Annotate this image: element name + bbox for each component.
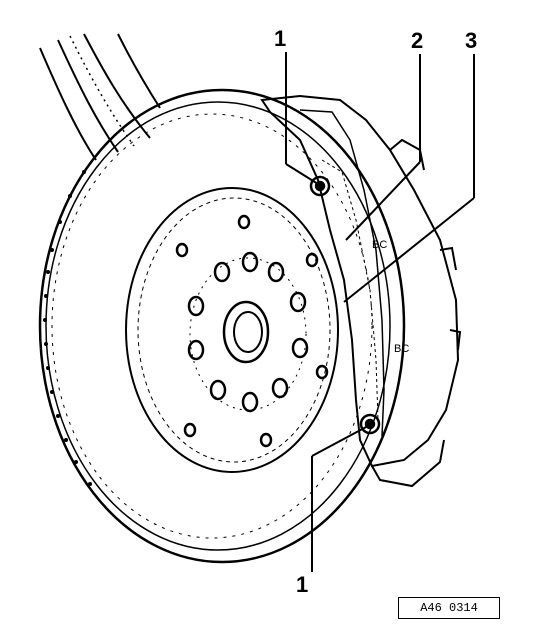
brake-disc: [38, 88, 406, 564]
disc-hub: [125, 187, 339, 473]
caliper-marking-lower: BC: [394, 343, 409, 355]
callout-item-2: 2: [411, 28, 424, 53]
brake-caliper: [260, 94, 462, 488]
callout-item-3: 3: [465, 28, 478, 53]
tire-outline: [39, 33, 161, 161]
caliper-bolts: [309, 175, 381, 435]
bolt-holes: [175, 214, 329, 448]
callout-bolt-lower: 1: [296, 572, 309, 597]
figure-reference-label: A46 0314: [398, 597, 500, 619]
caliper-marking-upper: BC: [372, 239, 387, 251]
leader-lines: [285, 52, 475, 572]
callout-bolt-upper: 1: [274, 26, 287, 51]
